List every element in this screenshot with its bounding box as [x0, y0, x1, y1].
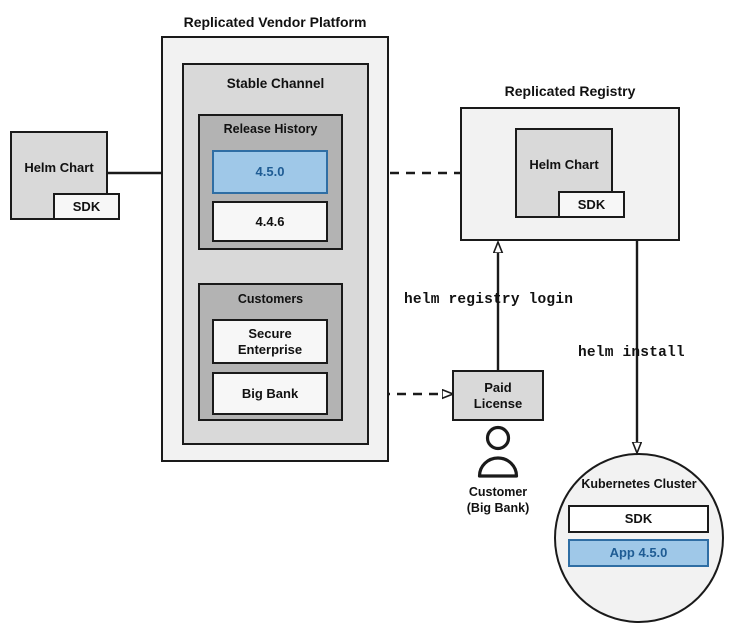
customer-person-icon — [472, 425, 524, 481]
paid-license-node[interactable]: Paid License — [452, 370, 544, 421]
command-helm-registry-login: helm registry login — [404, 292, 574, 308]
release-history-heading: Release History — [223, 122, 318, 136]
cluster-component-app[interactable]: App 4.5.0 — [568, 539, 709, 567]
customer-caption: Customer (Big Bank) — [428, 485, 568, 516]
customers-heading: Customers — [237, 292, 304, 306]
stable-channel-heading: Stable Channel — [226, 76, 325, 91]
customer-caption-line2: (Big Bank) — [466, 500, 530, 515]
release-item-4-5-0[interactable]: 4.5.0 — [212, 150, 328, 194]
customer-item-big-bank[interactable]: Big Bank — [212, 372, 328, 415]
cluster-component-sdk[interactable]: SDK — [568, 505, 709, 533]
kubernetes-cluster-container — [554, 453, 724, 623]
registry-helm-chart-label: Helm Chart — [529, 157, 599, 173]
customer-caption-line1: Customer — [468, 485, 528, 499]
registry-helm-chart-sdk[interactable]: SDK — [558, 191, 625, 218]
customer-item-secure-enterprise[interactable]: Secure Enterprise — [212, 319, 328, 364]
vendor-platform-title: Replicated Vendor Platform — [183, 14, 367, 30]
release-item-4-4-6[interactable]: 4.4.6 — [212, 201, 328, 242]
source-helm-chart-sdk[interactable]: SDK — [53, 193, 120, 220]
command-helm-install: helm install — [578, 345, 685, 361]
kubernetes-cluster-heading: Kubernetes Cluster — [581, 477, 697, 491]
registry-title: Replicated Registry — [504, 83, 636, 99]
source-helm-chart-label: Helm Chart — [24, 159, 94, 175]
